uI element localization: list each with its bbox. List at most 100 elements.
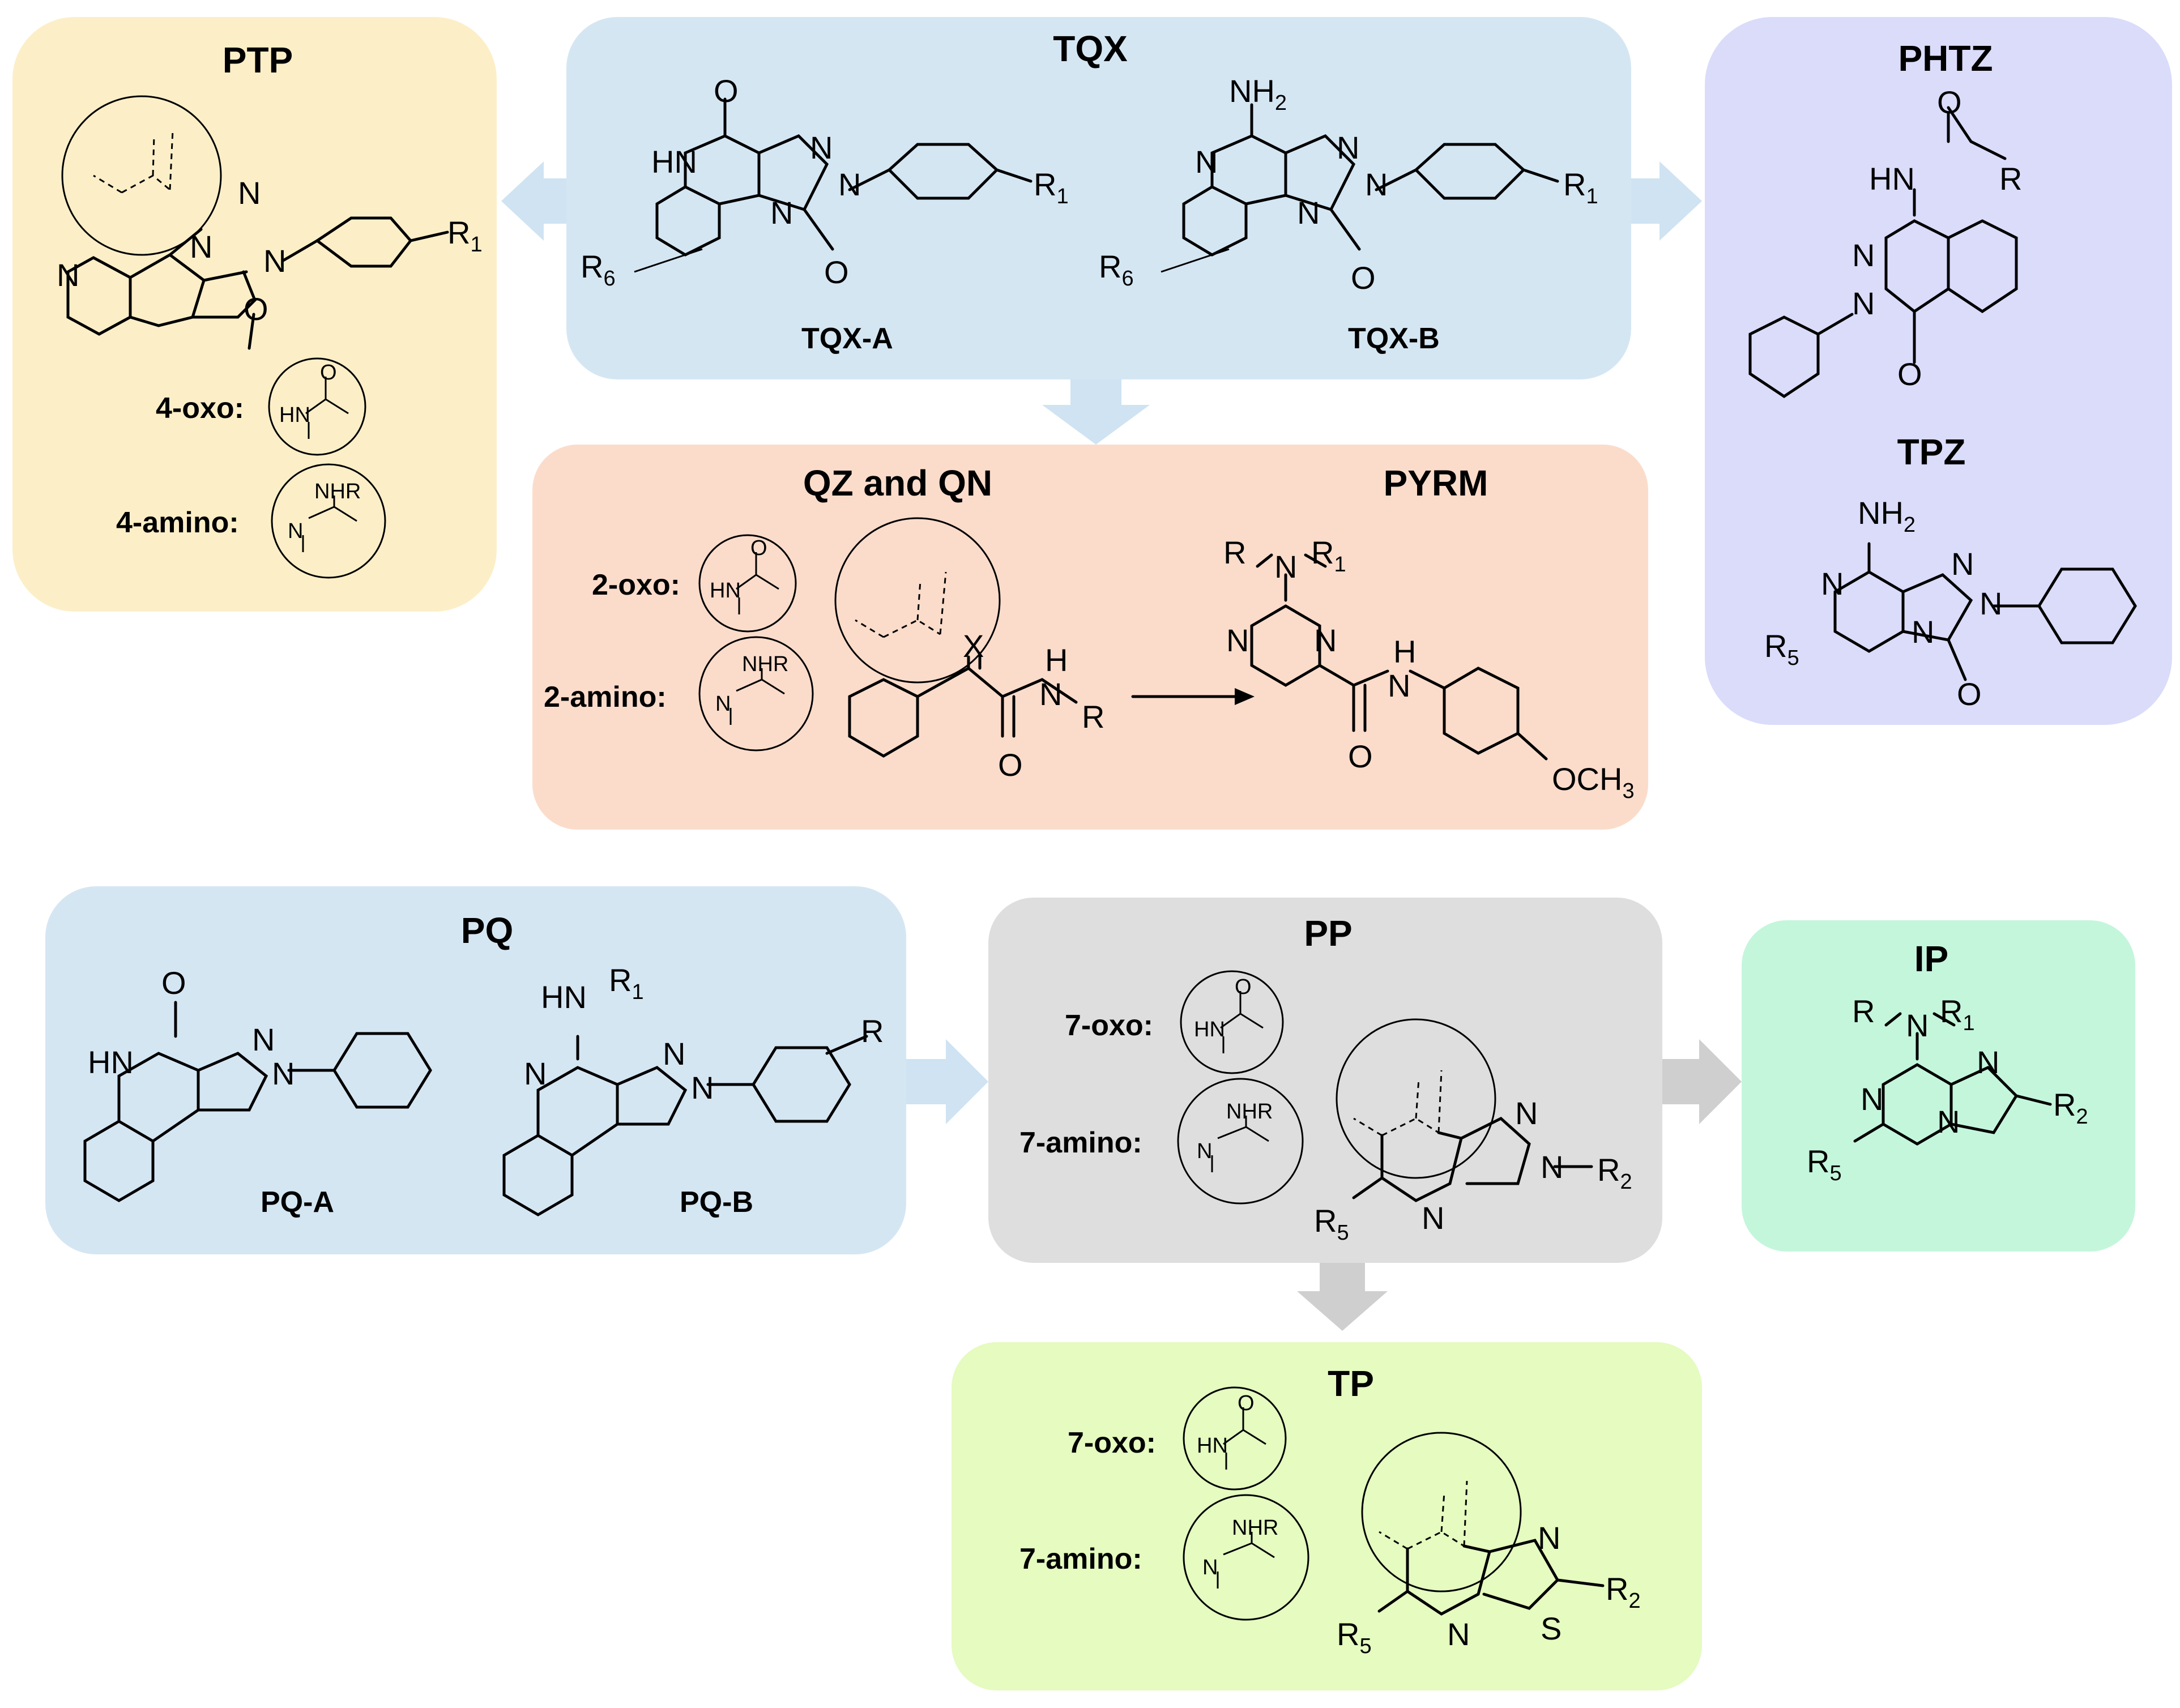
- svg-text:N: N: [1297, 195, 1320, 230]
- svg-text:O: O: [1351, 260, 1376, 296]
- svg-text:HN: HN: [1194, 1018, 1225, 1041]
- panel-qz-title: QZ and QN: [803, 463, 992, 503]
- svg-text:N: N: [1039, 676, 1062, 712]
- svg-text:R5: R5: [1764, 628, 1799, 670]
- svg-text:N: N: [1951, 546, 1974, 582]
- pq-sub-a: PQ-A: [261, 1186, 334, 1219]
- qz-structure: X N H R O: [834, 517, 1255, 783]
- svg-text:N: N: [1515, 1095, 1538, 1131]
- pq-a-structure: O HN N N PQ-A: [83, 965, 432, 1219]
- svg-text:N: N: [1852, 285, 1875, 321]
- svg-text:N: N: [288, 519, 303, 543]
- pq-b-structure: HN R1 N N N R PQ-B: [502, 962, 884, 1219]
- svg-text:O: O: [998, 747, 1023, 783]
- svg-text:N: N: [1314, 622, 1337, 658]
- svg-text:R: R: [1999, 161, 2022, 197]
- arrow-pq-to-pp: [906, 1039, 988, 1124]
- svg-text:R1: R1: [1311, 535, 1346, 577]
- svg-text:O: O: [161, 965, 186, 1001]
- svg-text:N: N: [1538, 1520, 1560, 1556]
- pp-structure: N N N R2 R5: [1314, 1018, 1632, 1245]
- svg-text:NH2: NH2: [1229, 73, 1287, 115]
- svg-text:N: N: [1541, 1149, 1563, 1185]
- qz-oxo-circle: HN O: [698, 534, 797, 633]
- svg-text:N: N: [810, 130, 833, 165]
- svg-text:N: N: [1195, 144, 1218, 180]
- panel-qz: QZ and QN PYRM 2-oxo: HN O 2-amino: NHR …: [532, 445, 1648, 830]
- panel-ip-title: IP: [1914, 938, 1948, 979]
- ip-structure: R N R1 N N N R2 R5: [1807, 993, 2088, 1185]
- svg-text:OCH3: OCH3: [1552, 761, 1635, 803]
- pp-amino-circle: NHR N: [1177, 1078, 1304, 1205]
- svg-text:X: X: [963, 628, 984, 664]
- svg-text:N: N: [1274, 549, 1297, 584]
- arrow-tqx-to-phtz: [1631, 161, 1702, 241]
- pq-sub-b: PQ-B: [680, 1186, 753, 1219]
- svg-text:N: N: [838, 166, 861, 202]
- ptp-amino-label: 4-amino:: [116, 506, 239, 539]
- svg-text:HN: HN: [1197, 1434, 1228, 1458]
- svg-text:N: N: [272, 1056, 295, 1091]
- svg-text:N: N: [263, 243, 286, 279]
- tqx-b-structure: NH2 N N N N O R1 R6 TQX-B: [1099, 73, 1598, 355]
- svg-text:R1: R1: [609, 962, 644, 1004]
- panel-tqx-bg: [566, 17, 1631, 379]
- svg-text:O: O: [1348, 738, 1373, 774]
- svg-text:R2: R2: [1597, 1152, 1632, 1194]
- tp-oxo-circle: HN O: [1183, 1386, 1287, 1491]
- svg-text:HN: HN: [651, 144, 697, 180]
- svg-text:N: N: [1977, 1044, 1999, 1080]
- svg-text:N: N: [1388, 668, 1410, 703]
- svg-text:O: O: [750, 536, 767, 560]
- arrow-pp-to-ip: [1662, 1039, 1742, 1124]
- svg-text:R: R: [861, 1013, 884, 1049]
- svg-text:HN: HN: [279, 403, 310, 427]
- svg-text:R1: R1: [1940, 993, 1975, 1035]
- panel-tp: TP 7-oxo: HN O 7-amino: NHR N N S N R2 R…: [952, 1342, 1702, 1690]
- panel-ptp: PTP N N N O N R1 4-oxo: HN O 4-am: [12, 17, 497, 612]
- svg-text:NHR: NHR: [1226, 1100, 1273, 1124]
- arrow-tqx-to-ptp: [501, 161, 572, 241]
- svg-text:N: N: [1906, 1007, 1929, 1043]
- tp-amino-label: 7-amino:: [1019, 1543, 1142, 1575]
- svg-text:N: N: [1226, 622, 1249, 658]
- svg-text:R: R: [1082, 699, 1104, 735]
- panel-ptp-title: PTP: [223, 40, 293, 80]
- panel-ip-bg: [1742, 920, 2135, 1252]
- svg-text:N: N: [1861, 1081, 1883, 1117]
- svg-text:R6: R6: [1099, 249, 1134, 291]
- svg-text:HN: HN: [710, 579, 741, 603]
- panel-ip: IP R N R1 N N N R2 R5: [1742, 920, 2135, 1252]
- svg-text:N: N: [715, 692, 731, 716]
- svg-text:N: N: [1912, 614, 1934, 650]
- svg-text:R5: R5: [1337, 1616, 1372, 1658]
- pp-oxo-circle: HN O: [1180, 970, 1284, 1074]
- svg-text:R5: R5: [1314, 1203, 1349, 1245]
- svg-text:O: O: [824, 254, 849, 290]
- pp-oxo-label: 7-oxo:: [1065, 1009, 1153, 1042]
- pyrm-structure: R N R1 N N N H O OCH3: [1223, 535, 1635, 803]
- tqx-sub-b: TQX-B: [1348, 322, 1440, 355]
- svg-text:N: N: [770, 195, 793, 230]
- svg-text:R: R: [1852, 993, 1875, 1029]
- svg-text:N: N: [691, 1070, 714, 1105]
- panel-qz-bg: [532, 445, 1648, 830]
- panel-pp-title: PP: [1304, 913, 1352, 954]
- panel-phtz-title: PHTZ: [1898, 38, 1993, 79]
- tqx-a-structure: O HN N N N O R1 R6 TQX-A: [581, 73, 1069, 355]
- svg-text:R2: R2: [1606, 1571, 1641, 1613]
- panel-pq-bg: [45, 886, 906, 1254]
- svg-text:HN: HN: [541, 979, 587, 1015]
- svg-text:NHR: NHR: [1232, 1516, 1278, 1540]
- svg-text:NHR: NHR: [314, 480, 361, 503]
- panel-phtz: PHTZ O HN R N N O TPZ NH2 N N: [1705, 17, 2172, 725]
- arrow-tqx-to-qz: [1042, 379, 1150, 445]
- svg-text:NHR: NHR: [742, 652, 788, 676]
- ptp-structure: N N N O N R1: [57, 95, 483, 350]
- svg-text:N: N: [57, 257, 79, 293]
- svg-text:H: H: [1393, 634, 1416, 669]
- svg-text:N: N: [1980, 586, 2002, 621]
- svg-text:N: N: [1447, 1616, 1470, 1652]
